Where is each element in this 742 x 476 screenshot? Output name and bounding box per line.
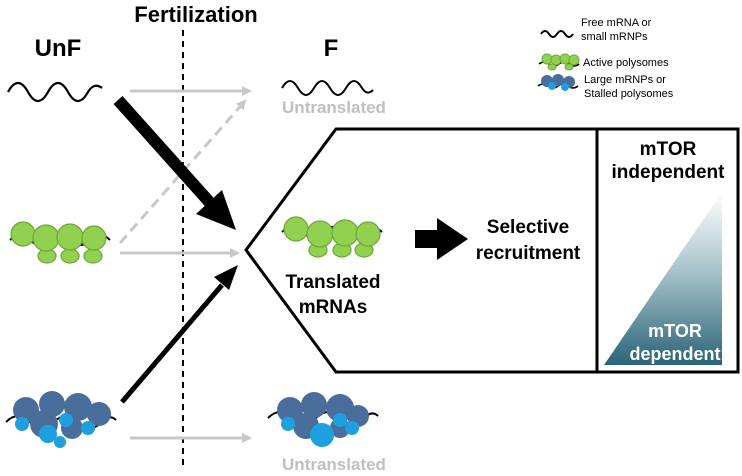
arrow-stalled-to-translated (120, 265, 238, 404)
untranslated-top: Untranslated (282, 98, 386, 117)
mtor-dependent-line2: dependent (629, 344, 720, 364)
unf-active-polysome (9, 221, 111, 264)
translated-label-line1: Translated (285, 272, 380, 293)
untranslated-bottom: Untranslated (282, 455, 386, 474)
f-free-mrna (281, 80, 374, 96)
mtor-dependent-line1: mTOR (648, 321, 702, 341)
mtor-independent-line1: mTOR (640, 139, 697, 160)
arrow-free-to-translated (113, 95, 236, 230)
unf-free-mrna (7, 81, 103, 103)
legend-stalled-polysome-icon (537, 74, 579, 91)
unfertilized-label: UnF (35, 35, 82, 62)
translated-label-line2: mRNAs (299, 297, 368, 318)
legend-free-line1: Free mRNA or (581, 17, 652, 29)
legend-free-mrna-icon (540, 30, 574, 38)
legend-free-line2: small mRNPs (581, 31, 648, 43)
unf-stalled-polysome (5, 391, 117, 448)
mtor-gradient-triangle (604, 192, 722, 365)
legend-large-line2: Stalled polysomes (584, 88, 674, 100)
legend: Free mRNA or small mRNPs Active polysome… (537, 17, 674, 100)
legend-active-polysome-icon (538, 53, 580, 71)
translated-box (244, 127, 740, 374)
legend-large-line1: Large mRNPs or (584, 74, 666, 86)
fertilized-label: F (324, 35, 339, 62)
mtor-independent-line2: independent (612, 162, 726, 183)
translated-polysome (281, 216, 383, 258)
selective-label-line2: recruitment (476, 243, 581, 264)
selective-arrow (415, 218, 468, 260)
f-stalled-polysome (267, 392, 379, 447)
fertilization-title: Fertilization (134, 2, 257, 27)
selective-label-line1: Selective (487, 217, 569, 238)
legend-active: Active polysomes (583, 57, 669, 69)
